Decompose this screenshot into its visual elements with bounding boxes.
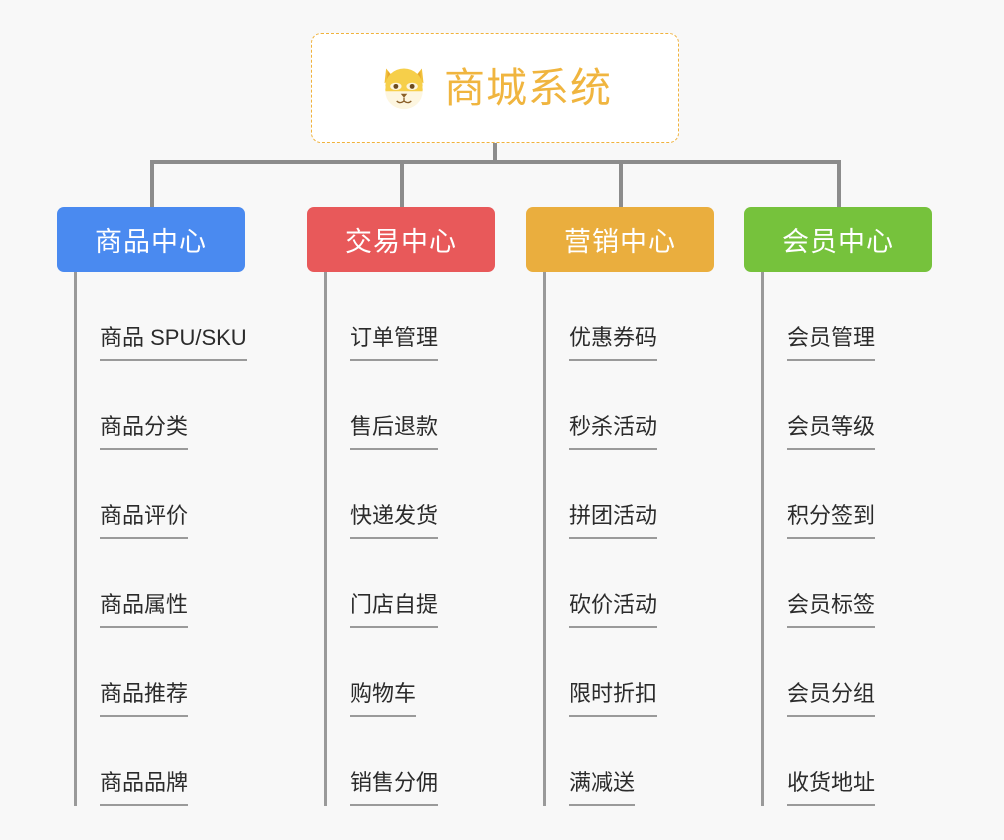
leaf-item-label: 商品属性 [100, 592, 189, 628]
column-member-center: 会员中心 会员管理会员等级积分签到会员标签会员分组收货地址 [744, 207, 932, 806]
leaf-item[interactable]: 会员等级 [744, 361, 932, 450]
leaf-item[interactable]: 商品品牌 [57, 717, 245, 806]
leaf-list-2: 优惠券码秒杀活动拼团活动砍价活动限时折扣满减送 [526, 272, 714, 806]
leaf-item[interactable]: 优惠券码 [526, 272, 714, 361]
leaf-list-3: 会员管理会员等级积分签到会员标签会员分组收货地址 [744, 272, 932, 806]
leaf-item[interactable]: 门店自提 [307, 539, 495, 628]
leaf-item-label: 快递发货 [350, 503, 439, 539]
leaf-item-label: 售后退款 [350, 414, 439, 450]
leaf-item-label: 订单管理 [350, 325, 439, 361]
connector-drop-4 [837, 160, 841, 207]
leaf-item[interactable]: 会员分组 [744, 628, 932, 717]
leaf-item[interactable]: 购物车 [307, 628, 495, 717]
leaf-item-label: 商品推荐 [100, 681, 189, 717]
connector-root-stem [493, 143, 497, 162]
leaf-item-label: 会员标签 [787, 592, 876, 628]
leaf-item[interactable]: 商品 SPU/SKU [57, 272, 247, 361]
leaf-item-label: 商品 SPU/SKU [100, 325, 247, 361]
column-trade-center: 交易中心 订单管理售后退款快递发货门店自提购物车销售分佣 [307, 207, 495, 806]
leaf-item[interactable]: 商品评价 [57, 450, 245, 539]
column-header-2[interactable]: 营销中心 [526, 207, 714, 272]
leaf-item-label: 会员等级 [787, 414, 876, 450]
root-title: 商城系统 [444, 64, 612, 111]
leaf-item[interactable]: 满减送 [526, 717, 714, 806]
leaf-item-label: 优惠券码 [569, 325, 658, 361]
leaf-item-label: 限时折扣 [569, 681, 658, 717]
column-header-1[interactable]: 交易中心 [307, 207, 495, 272]
column-spine-2 [543, 272, 546, 806]
leaf-item[interactable]: 销售分佣 [307, 717, 495, 806]
root-node[interactable]: 商城系统 [311, 33, 679, 143]
column-spine-1 [324, 272, 327, 806]
leaf-item-label: 销售分佣 [350, 770, 439, 806]
leaf-list-1: 订单管理售后退款快递发货门店自提购物车销售分佣 [307, 272, 495, 806]
connector-horizontal-bus [150, 160, 840, 164]
leaf-item-label: 会员分组 [787, 681, 876, 717]
column-header-3[interactable]: 会员中心 [744, 207, 932, 272]
leaf-item-label: 砍价活动 [569, 592, 658, 628]
shiba-dog-emoji-icon [384, 68, 424, 110]
leaf-item-label: 会员管理 [787, 325, 876, 361]
column-product-center: 商品中心 商品 SPU/SKU 商品分类商品评价商品属性商品推荐商品品牌 [57, 207, 247, 806]
leaf-item-label: 商品评价 [100, 503, 189, 539]
leaf-item[interactable]: 收货地址 [744, 717, 932, 806]
leaf-item[interactable]: 售后退款 [307, 361, 495, 450]
leaf-item[interactable]: 秒杀活动 [526, 361, 714, 450]
leaf-item-label: 收货地址 [787, 770, 876, 806]
leaf-item-label: 满减送 [569, 770, 636, 806]
leaf-item-label: 购物车 [350, 681, 417, 717]
leaf-item-label: 门店自提 [350, 592, 439, 628]
column-spine-3 [761, 272, 764, 806]
connector-drop-1 [150, 160, 154, 207]
leaf-item[interactable]: 快递发货 [307, 450, 495, 539]
leaf-item[interactable]: 积分签到 [744, 450, 932, 539]
leaf-item-label: 秒杀活动 [569, 414, 658, 450]
leaf-item-label: 积分签到 [787, 503, 876, 539]
leaf-item[interactable]: 订单管理 [307, 272, 495, 361]
leaf-item[interactable]: 砍价活动 [526, 539, 714, 628]
leaf-item-label: 商品品牌 [100, 770, 189, 806]
leaf-item[interactable]: 会员标签 [744, 539, 932, 628]
column-header-0[interactable]: 商品中心 [57, 207, 245, 272]
connector-drop-3 [619, 160, 623, 207]
leaf-item[interactable]: 商品分类 [57, 361, 245, 450]
leaf-item-label: 拼团活动 [569, 503, 658, 539]
connector-drop-2 [400, 160, 404, 207]
leaf-item[interactable]: 会员管理 [744, 272, 932, 361]
column-spine-0 [74, 272, 77, 806]
leaf-item[interactable]: 拼团活动 [526, 450, 714, 539]
leaf-item[interactable]: 限时折扣 [526, 628, 714, 717]
leaf-item-label: 商品分类 [100, 414, 189, 450]
leaf-item[interactable]: 商品推荐 [57, 628, 245, 717]
column-marketing-center: 营销中心 优惠券码秒杀活动拼团活动砍价活动限时折扣满减送 [526, 207, 714, 806]
leaf-list-0: 商品 SPU/SKU 商品分类商品评价商品属性商品推荐商品品牌 [57, 272, 247, 806]
leaf-item[interactable]: 商品属性 [57, 539, 245, 628]
